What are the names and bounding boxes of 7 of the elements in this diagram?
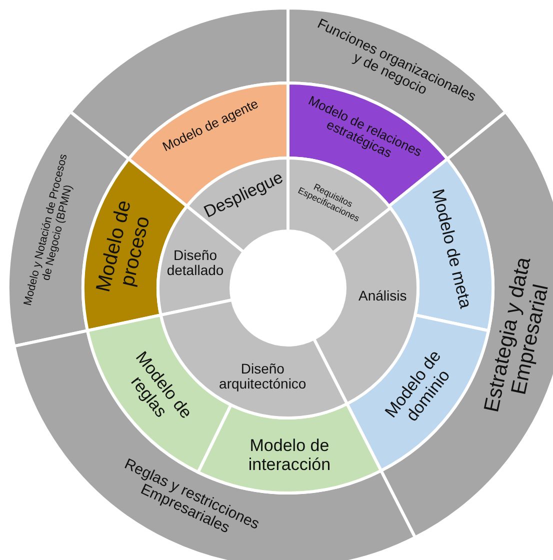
- segment-label: Modelo de interacción: [247, 437, 332, 475]
- segment-label: Modelo de proceso: [91, 197, 156, 296]
- segment-label: Diseño arquitectónico: [218, 361, 308, 392]
- segment-label: Diseño detallado: [166, 248, 225, 279]
- segment-label: Modelo de meta: [428, 187, 475, 310]
- segment-label: Análisis: [358, 288, 407, 304]
- segment-label: Modelo y Notación de Procesos de Negocio (BPMN): [21, 152, 76, 309]
